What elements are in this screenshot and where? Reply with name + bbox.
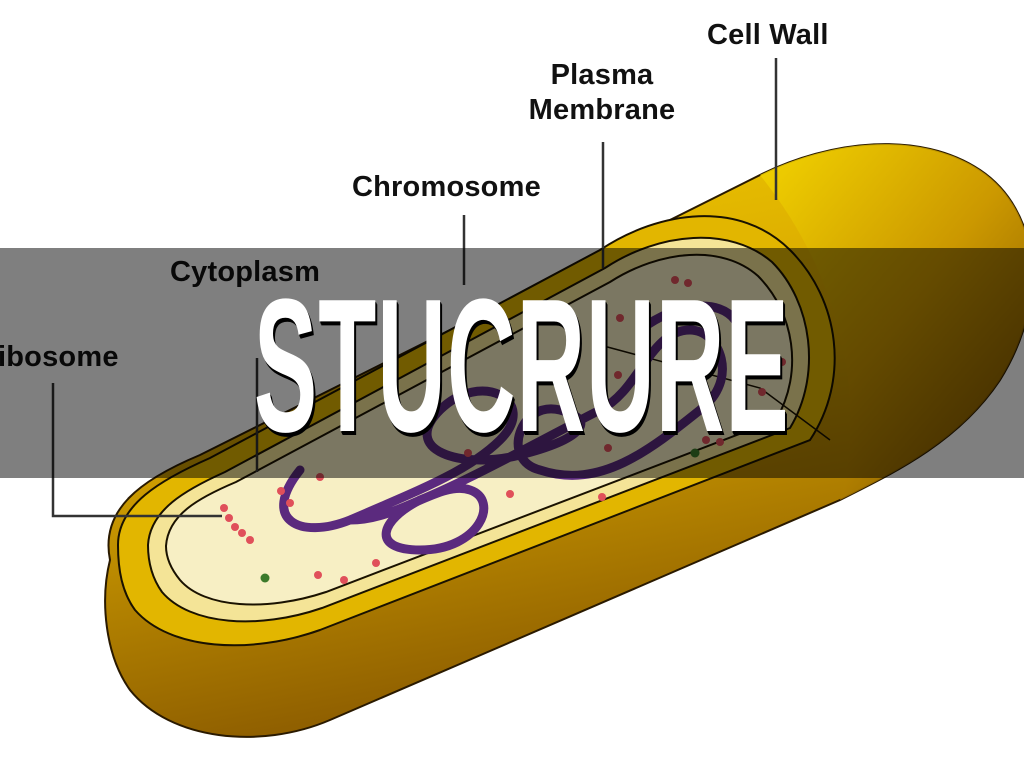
- inclusion-body: [260, 573, 270, 583]
- ribosome: [286, 499, 294, 507]
- ribosome: [246, 536, 254, 544]
- label-plasma-membrane-line2: Membrane: [528, 93, 676, 126]
- label-chromosome: Chromosome: [352, 171, 541, 203]
- slide-title: STUCRURE: [0, 248, 1024, 478]
- ribosome: [506, 490, 514, 498]
- ribosome: [372, 559, 380, 567]
- ribosome: [598, 493, 606, 501]
- ribosome: [277, 487, 285, 495]
- ribosome: [225, 514, 233, 522]
- slide-title-text: STUCRURE: [254, 260, 790, 472]
- ribosome: [220, 504, 228, 512]
- label-cell-wall: Cell Wall: [707, 19, 829, 51]
- ribosome: [238, 529, 246, 537]
- ribosome: [340, 576, 348, 584]
- ribosome: [231, 523, 239, 531]
- title-overlay-band: [0, 248, 1024, 478]
- label-plasma-membrane: Plasma Membrane: [512, 58, 692, 128]
- label-plasma-membrane-line1: Plasma: [550, 59, 654, 91]
- ribosome: [314, 571, 322, 579]
